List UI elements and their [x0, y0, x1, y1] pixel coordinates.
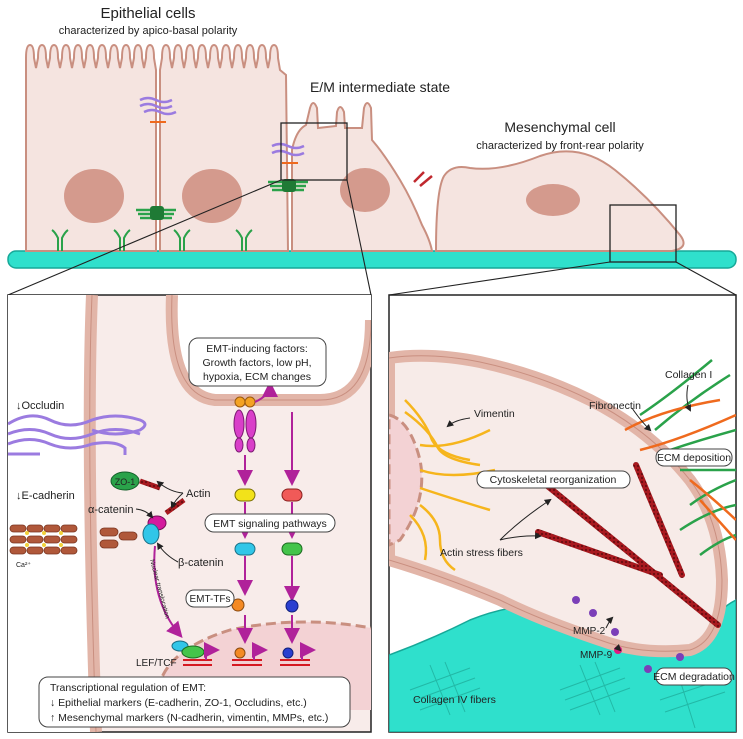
pathway-node-yellow — [234, 488, 256, 502]
tf-blue — [285, 599, 299, 613]
collagen-iv-fibers — [409, 661, 726, 729]
inducing-factors-box — [188, 337, 327, 387]
ecadherin-chains — [9, 524, 138, 555]
lef-tcf-label: LEF/TCF — [136, 658, 177, 669]
right-panel: Vimentin Fibronectin Collagen I ECM depo… — [388, 294, 737, 733]
fibronectin-label: Fibronectin — [589, 400, 641, 412]
inducing-factors-line-3: hypoxia, ECM changes — [203, 371, 311, 383]
adherens-junction-intermediate — [268, 179, 308, 192]
mesenchymal-subtitle: characterized by front-rear polarity — [476, 140, 644, 152]
zo1-protein — [110, 471, 140, 491]
zoom-box-right — [609, 204, 677, 263]
ecm-deposition-box — [655, 448, 733, 467]
inducing-factors-line-2: Growth factors, low pH, — [202, 357, 311, 369]
nucleus-mesenchymal — [526, 184, 580, 216]
zo1-label: ZO-1 — [115, 477, 136, 487]
pathway-node-green — [281, 542, 303, 556]
nucleus-intermediate — [340, 168, 390, 212]
beta-catenin — [142, 523, 160, 545]
actin-stress-fibers — [531, 462, 721, 628]
receptor — [233, 396, 257, 453]
basement-membrane — [7, 250, 737, 269]
collagen-i-fibers — [639, 359, 736, 557]
ecm-deposition-label: ECM deposition — [657, 452, 731, 464]
integrin-markers — [51, 229, 253, 251]
transcriptional-box — [38, 676, 351, 728]
vimentin-label: Vimentin — [474, 408, 515, 420]
adherens-junction-top — [136, 206, 176, 220]
cytoskeletal-label: Cytoskeletal reorganization — [490, 474, 617, 486]
zoom-connectors — [7, 179, 737, 296]
pathway-node-red — [281, 488, 303, 502]
signaling-pathways-label: EMT signaling pathways — [213, 518, 327, 530]
zoom-box-left — [280, 122, 348, 181]
calcium-label: Ca²⁺ — [16, 561, 31, 569]
transcriptional-line-2: ↓ Epithelial markers (E-cadherin, ZO-1, … — [50, 697, 307, 709]
mmp2-label: MMP-2 — [573, 626, 606, 637]
tight-junction-intermediate — [271, 142, 305, 164]
mmp9-label: MMP-9 — [580, 650, 613, 661]
actin-label: Actin — [186, 488, 210, 500]
dna-promoters — [183, 659, 310, 666]
transcriptional-line-1: Transcriptional regulation of EMT: — [50, 682, 206, 694]
tight-junction-top — [139, 96, 177, 123]
occludin-label: ↓Occludin — [16, 400, 64, 412]
collagen-iv-label: Collagen IV fibers — [413, 694, 496, 706]
epithelial-title: Epithelial cells — [100, 5, 195, 22]
intermediate-title: E/M intermediate state — [310, 79, 450, 95]
fibronectin-fibers — [624, 398, 736, 541]
nucleus-epi-2 — [182, 169, 242, 223]
vimentin-filaments — [404, 399, 496, 572]
nucleus-epi-1 — [64, 169, 124, 223]
ecm-degradation-label: ECM degradation — [653, 671, 735, 683]
cytoskeletal-box — [476, 470, 631, 489]
occludin-loops — [8, 414, 147, 456]
transcription-arrows — [204, 642, 316, 660]
nucleus-zoom — [389, 413, 424, 547]
pointer-arrows-right — [446, 384, 691, 652]
front-junction-mesenchymal — [413, 171, 433, 187]
ecm-degradation-box — [655, 667, 733, 686]
signaling-arrows — [153, 381, 300, 644]
emt-tfs-label: EMT-TFs — [189, 594, 230, 605]
epithelial-subtitle: characterized by apico-basal polarity — [59, 25, 238, 37]
actin-stress-label: Actin stress fibers — [440, 547, 523, 559]
left-panel: ZO-1 — [7, 294, 372, 733]
pathway-node-cyan — [234, 542, 256, 556]
ecadherin-label: ↓E-cadherin — [16, 490, 75, 502]
alpha-catenin-label: α-catenin — [88, 504, 134, 516]
transcriptional-line-3: ↑ Mesenchymal markers (N-cadherin, vimen… — [50, 712, 328, 724]
beta-catenin-label: β-catenin — [178, 557, 223, 569]
inducing-factors-line-1: EMT-inducing factors: — [206, 343, 308, 355]
signaling-pathways-box — [204, 513, 336, 533]
top-section: Epithelial cells characterized by apico-… — [7, 5, 737, 269]
pointer-arrows-left — [135, 480, 184, 563]
mesenchymal-title: Mesenchymal cell — [504, 119, 615, 135]
emt-tfs-box — [185, 589, 235, 608]
collagen-i-label: Collagen I — [665, 369, 712, 381]
